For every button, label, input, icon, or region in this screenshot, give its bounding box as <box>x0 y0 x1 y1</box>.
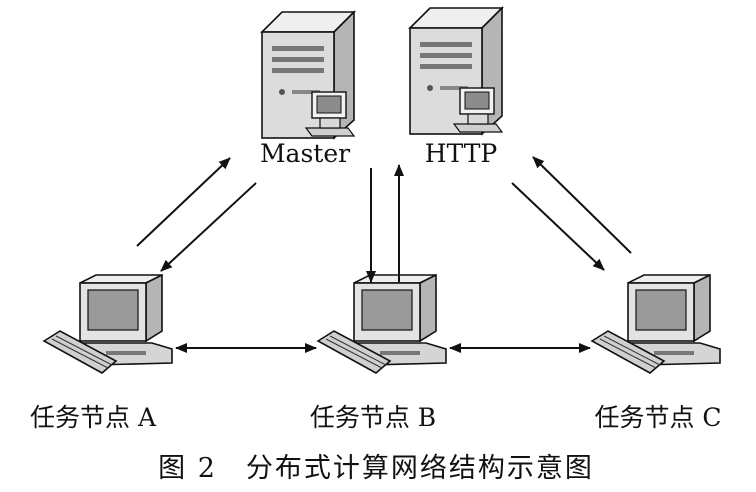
task-node-a-computer-icon <box>43 274 173 374</box>
task-node-a-label: 任务节点 A <box>29 403 157 432</box>
task-node-c-computer-icon <box>591 274 721 374</box>
master-label: Master <box>259 139 351 168</box>
arrow-master-to-a <box>160 182 257 272</box>
arrow-c-to-http <box>532 156 632 254</box>
http-label: HTTP <box>424 139 498 168</box>
master-server-icon <box>261 11 355 139</box>
task-node-b-computer-icon <box>317 274 447 374</box>
task-node-c-label: 任务节点 C <box>594 403 722 432</box>
arrow-http-to-c <box>511 182 605 271</box>
http-server-icon <box>409 7 503 135</box>
figure-caption: 图 2 分布式计算网络结构示意图 <box>158 453 594 484</box>
task-node-b-label: 任务节点 B <box>309 403 437 432</box>
arrow-a-to-master <box>136 157 231 247</box>
